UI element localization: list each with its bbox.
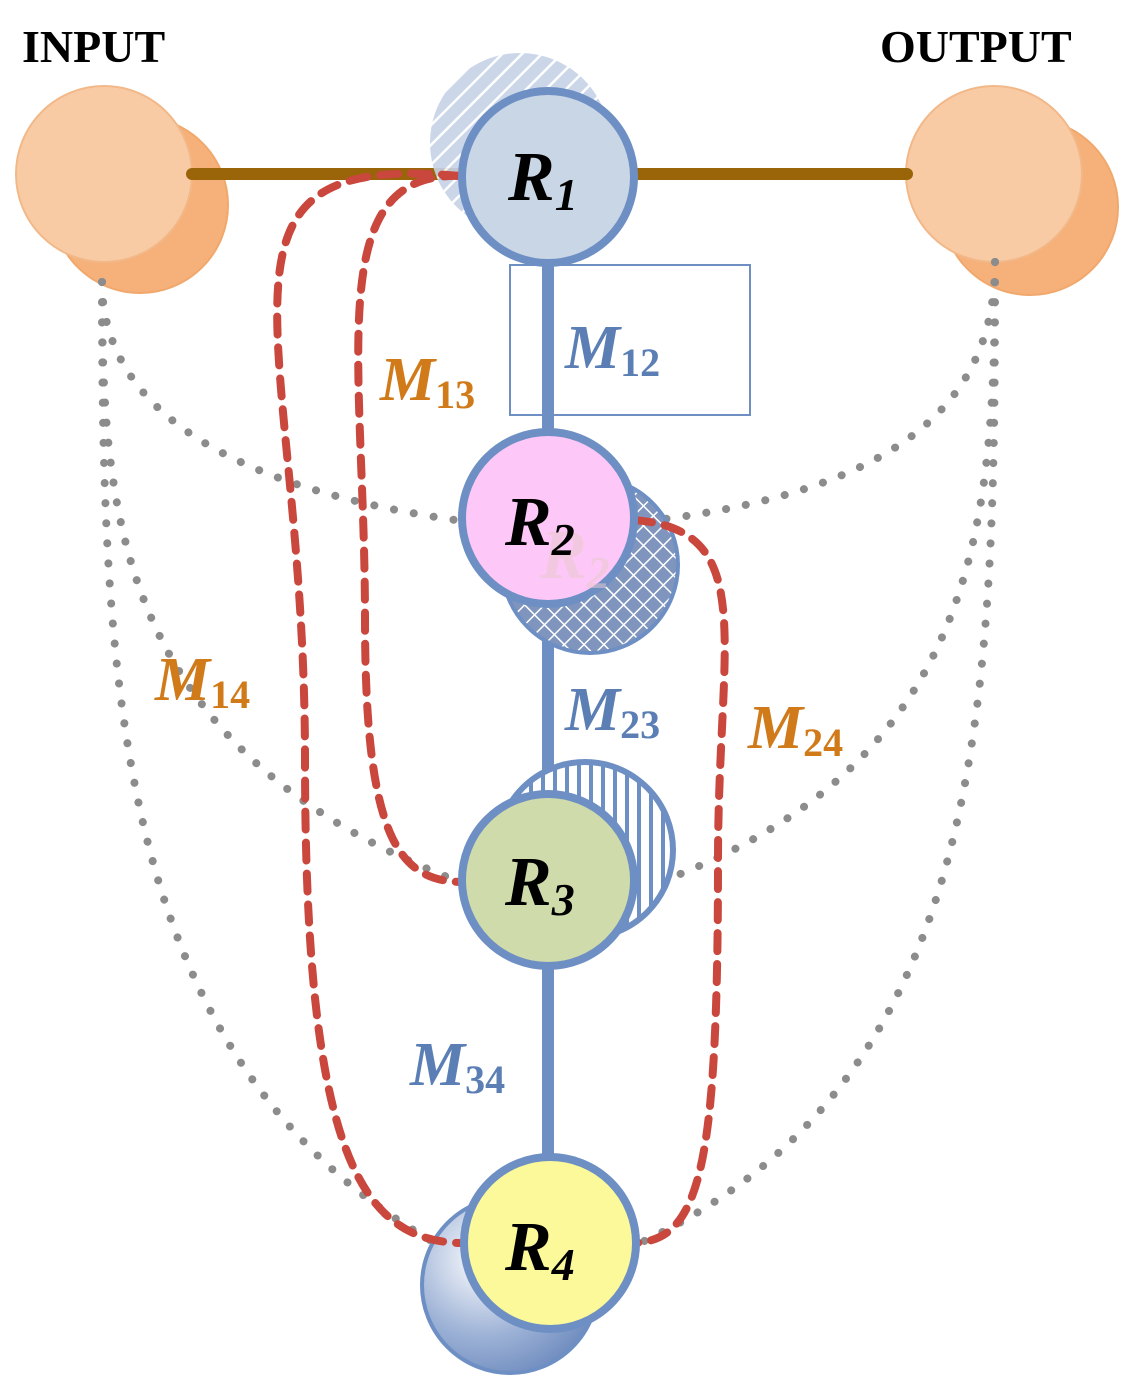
input-to-r4-dotted bbox=[98, 278, 434, 1244]
resonator-r2-ghost-label: R2 bbox=[539, 517, 610, 598]
resonator-r4: R4 bbox=[460, 1153, 640, 1333]
output-port bbox=[905, 85, 1119, 296]
input-to-r2-dotted bbox=[98, 278, 459, 524]
resonator-r3-label: R3 bbox=[504, 844, 575, 925]
m12-highlight-box bbox=[509, 264, 751, 416]
output-port-circle bbox=[905, 85, 1083, 263]
m14-dashed-path bbox=[273, 169, 464, 1247]
m13-dashed-path bbox=[354, 171, 466, 886]
input-port bbox=[15, 85, 229, 294]
resonator-r3-disc bbox=[458, 790, 638, 970]
output-to-r2-dotted bbox=[636, 258, 999, 526]
resonator-r1-disc bbox=[458, 87, 638, 267]
m13-label: M13 bbox=[379, 346, 475, 417]
output-label: OUTPUT bbox=[880, 21, 1072, 72]
resonator-r3: R3 bbox=[458, 790, 638, 970]
cross-couplings bbox=[273, 169, 729, 1247]
input-label: INPUT bbox=[22, 21, 165, 72]
source-load-couplings bbox=[98, 258, 999, 1247]
m24-label: M24 bbox=[747, 694, 843, 765]
resonator-r4-label: R4 bbox=[504, 1209, 575, 1290]
m34-label: M34 bbox=[409, 1031, 505, 1102]
m23-label: M23 bbox=[564, 676, 660, 747]
m24-dashed-path bbox=[630, 516, 729, 1247]
resonator-r1-label: R1 bbox=[507, 139, 578, 220]
resonator-r4-disc bbox=[460, 1153, 640, 1333]
resonator-r2-label: R2 bbox=[504, 484, 575, 565]
m14-label: M14 bbox=[154, 646, 250, 717]
resonator-r1: R1 bbox=[458, 87, 638, 267]
resonator-r2-disc bbox=[458, 428, 638, 608]
resonator-r2: R2 R2 bbox=[458, 428, 638, 608]
m12-label: M12 bbox=[564, 314, 660, 385]
input-port-circle bbox=[15, 85, 193, 263]
